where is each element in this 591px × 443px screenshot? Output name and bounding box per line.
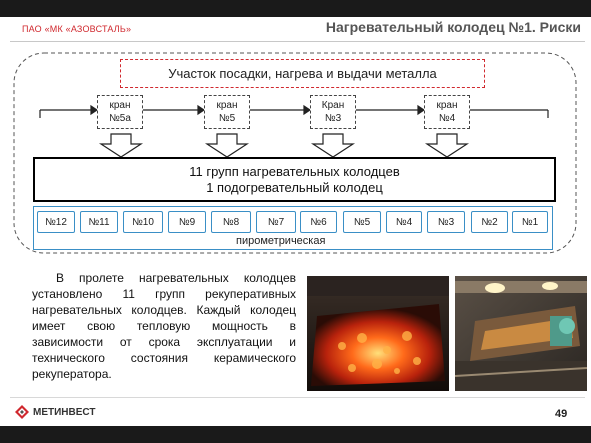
crane-label: кран: [109, 100, 131, 111]
down-arrow: [424, 133, 470, 158]
metinvest-logo-icon: [15, 405, 29, 419]
well-4: №4: [386, 211, 422, 233]
title-divider: [10, 41, 585, 42]
groups-line-1: 11 групп нагревательных колодцев: [189, 163, 400, 179]
well-8: №8: [211, 211, 251, 233]
well-6: №6: [300, 211, 337, 233]
crane-number: №4: [438, 113, 456, 124]
pyrometric-label: пирометрическая: [236, 235, 326, 247]
company-logo: МЕТИНВЕСТ: [15, 405, 96, 419]
crane-number: №5а: [109, 113, 131, 124]
well-5: №5: [343, 211, 381, 233]
crane-number: №5: [218, 113, 236, 124]
crane-label: Кран: [321, 100, 345, 111]
photo-heating-well: [307, 276, 449, 391]
footer-divider: [10, 397, 585, 398]
outer-frame: [13, 52, 577, 254]
section-label-box: Участок посадки, нагрева и выдачи металл…: [120, 59, 485, 88]
crane-5a: кран №5а: [97, 95, 143, 129]
well-12: №12: [37, 211, 75, 233]
description-text: В пролете нагревательных колодцев устано…: [32, 271, 296, 381]
crane-hall-image: [455, 276, 587, 391]
page-number: 49: [555, 408, 568, 420]
pyrometric-box: [33, 206, 553, 250]
arrowhead: [417, 104, 426, 116]
well-3: №3: [427, 211, 465, 233]
down-arrow: [204, 133, 250, 158]
logo-text: МЕТИНВЕСТ: [33, 406, 96, 418]
arrowhead: [303, 104, 312, 116]
well-1: №1: [512, 211, 548, 233]
down-arrow: [310, 133, 356, 158]
crane-number: №3: [324, 113, 342, 124]
company-name: ПАО «МК «АЗОВСТАЛЬ»: [22, 24, 132, 34]
arrowhead: [90, 104, 99, 116]
well-groups-box: 11 групп нагревательных колодцев 1 подог…: [33, 157, 556, 202]
crane-3: Кран №3: [310, 95, 356, 129]
photo-crane-hall: [455, 276, 587, 391]
bottom-bar: [0, 426, 591, 443]
crane-4: кран №4: [424, 95, 470, 129]
well-2: №2: [471, 211, 508, 233]
crane-label: кран: [436, 100, 458, 111]
well-11: №11: [80, 211, 118, 233]
well-9: №9: [168, 211, 206, 233]
crane-5: кран №5: [204, 95, 250, 129]
slide-title: Нагревательный колодец №1. Риски: [325, 19, 581, 35]
top-bar: [0, 0, 591, 17]
well-10: №10: [123, 211, 163, 233]
well-7: №7: [256, 211, 296, 233]
crane-label: кран: [216, 100, 238, 111]
heating-well-image: [307, 276, 449, 391]
down-arrow: [98, 133, 144, 158]
groups-line-2: 1 подогревательный колодец: [206, 179, 383, 195]
arrowhead: [197, 104, 206, 116]
